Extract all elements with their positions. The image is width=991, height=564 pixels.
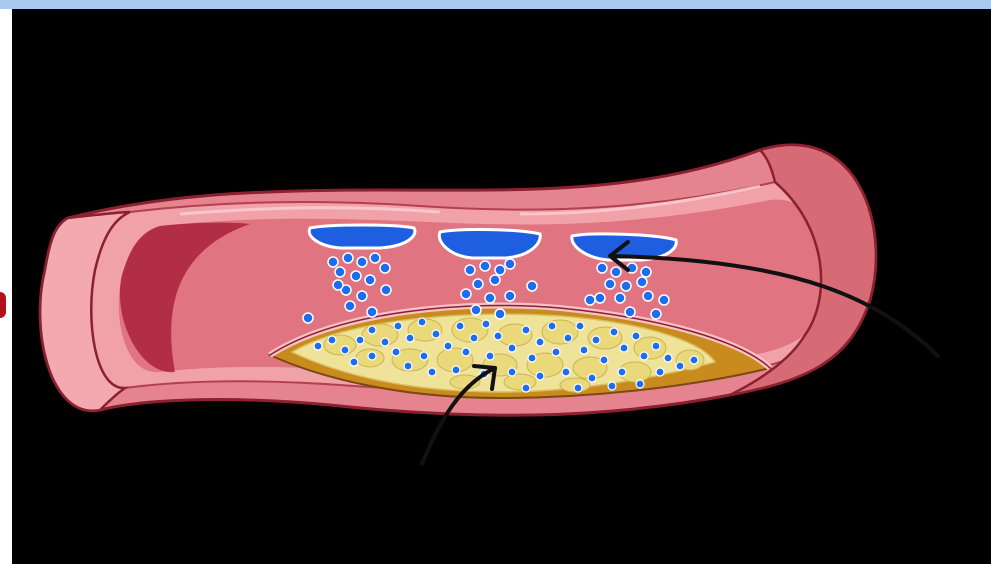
- receptor-icon: [309, 225, 415, 248]
- receptor-icon: [439, 230, 540, 258]
